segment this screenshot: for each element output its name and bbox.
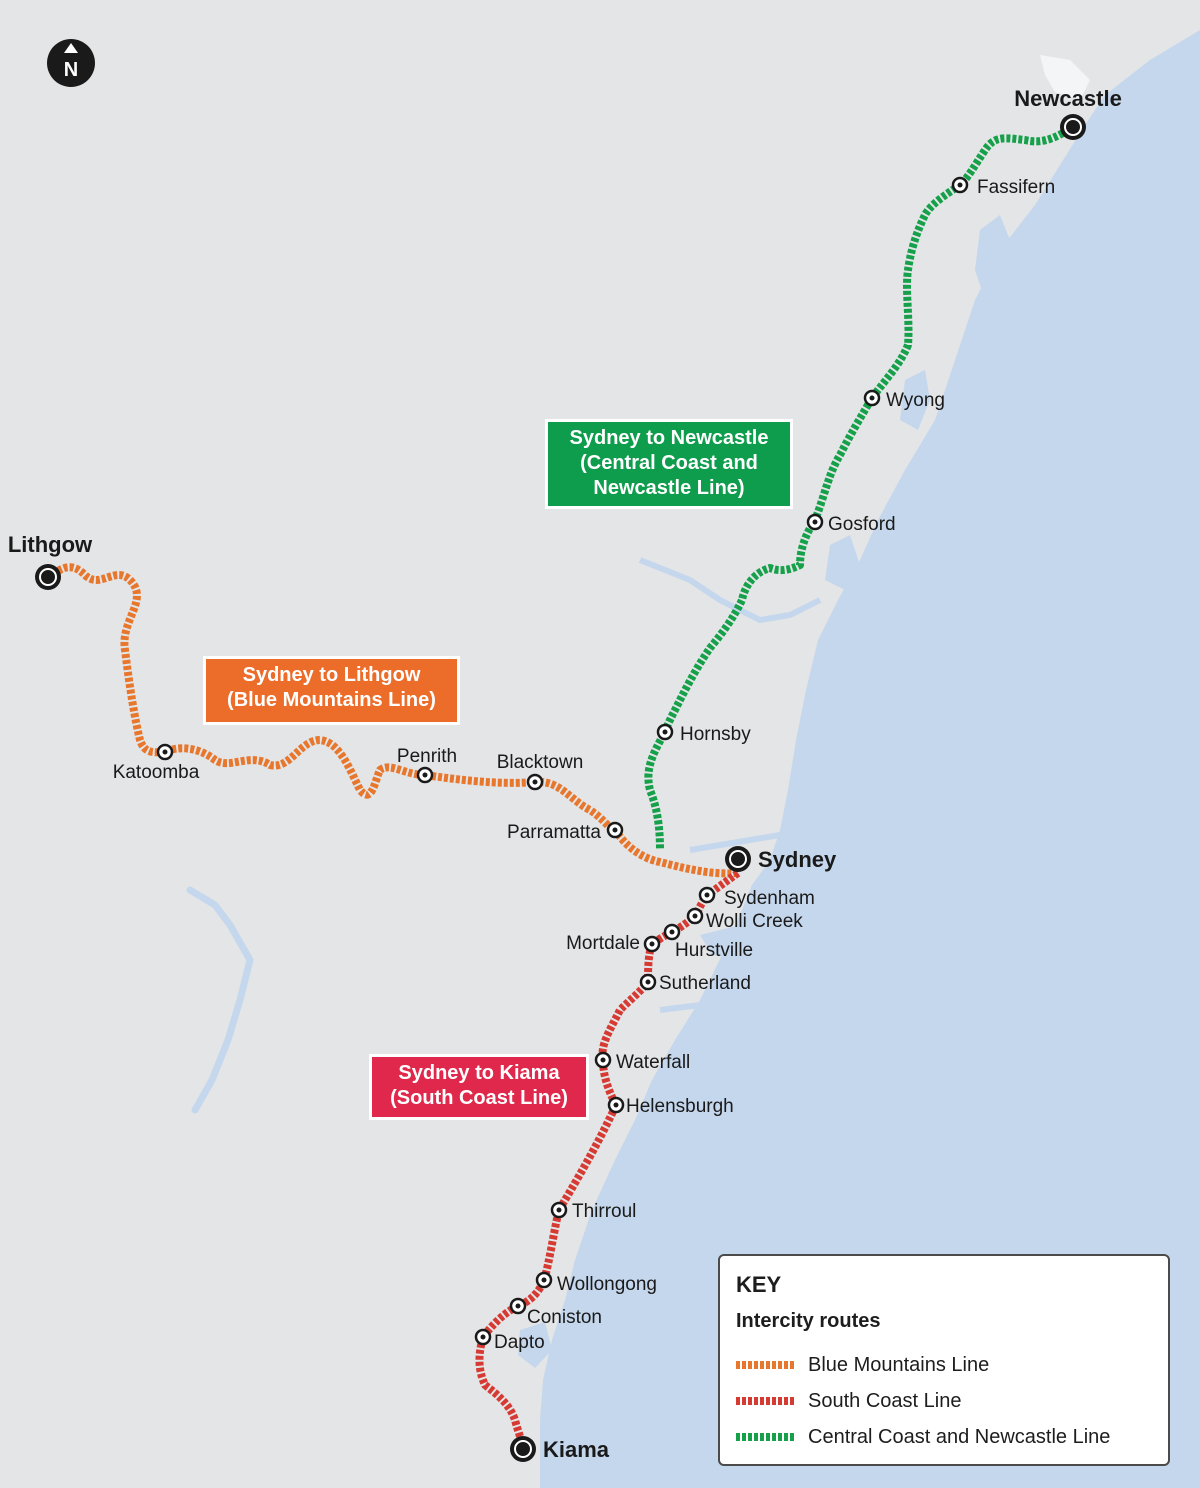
station-label-gosford: Gosford (828, 514, 896, 535)
station-mortdale: Mortdale (566, 933, 661, 954)
port-hacking (659, 1001, 731, 1013)
station-label-wollongong: Wollongong (557, 1274, 657, 1295)
station-sutherland: Sutherland (639, 973, 751, 994)
route-south-coast (475, 869, 741, 1450)
major-station-label-kiama: Kiama (543, 1437, 610, 1462)
station-penrith: Penrith (397, 746, 457, 784)
route-blue-mountains (45, 563, 739, 878)
station-label-coniston: Coniston (527, 1307, 602, 1328)
botany-bay (700, 925, 770, 960)
station-sydenham: Sydenham (698, 886, 815, 909)
key-label-central-coast: Central Coast and Newcastle Line (808, 1425, 1111, 1448)
route-label-blue-mountains-line-2: (Blue Mountains Line) (227, 689, 436, 711)
lake-macquarie (975, 215, 1010, 300)
port-jackson (689, 832, 781, 853)
station-label-sydenham: Sydenham (724, 888, 815, 909)
station-parramatta: Parramatta (507, 821, 624, 843)
station-katoomba: Katoomba (113, 743, 200, 783)
station-wollongong: Wollongong (535, 1271, 657, 1295)
station-label-waterfall: Waterfall (616, 1052, 690, 1073)
station-label-hurstville: Hurstville (675, 940, 753, 961)
key-item-blue-mountains: Blue Mountains Line (736, 1347, 1152, 1383)
key-swatch-central-coast (736, 1433, 794, 1441)
newcastle-harbour (1040, 55, 1090, 100)
warragamba-lake (186, 886, 254, 1114)
major-station-label-sydney: Sydney (758, 847, 837, 872)
key-label-south-coast: South Coast Line (808, 1389, 962, 1412)
route-label-south-coast-line-1: Sydney to Kiama (398, 1062, 560, 1084)
station-gosford: Gosford (806, 513, 896, 535)
major-station-lithgow: Lithgow (8, 532, 93, 590)
ocean (540, 30, 1200, 1488)
tuggerah-lake (900, 370, 930, 430)
station-hornsby: Hornsby (656, 723, 751, 745)
station-helensburgh: Helensburgh (607, 1096, 734, 1117)
station-blacktown: Blacktown (497, 752, 584, 791)
station-label-helensburgh: Helensburgh (626, 1096, 734, 1117)
station-wyong: Wyong (863, 389, 945, 411)
key-subtitle: Intercity routes (736, 1310, 881, 1332)
station-label-wolli-creek: Wolli Creek (706, 911, 803, 932)
station-thirroul: Thirroul (550, 1201, 636, 1222)
key-title: KEY (736, 1272, 782, 1297)
north-letter: N (64, 59, 78, 81)
station-hurstville: Hurstville (663, 923, 753, 961)
station-label-mortdale: Mortdale (566, 933, 640, 954)
station-fassifern: Fassifern (951, 176, 1055, 198)
major-station-newcastle: Newcastle (1014, 86, 1122, 140)
north-arrow-icon: N (47, 39, 95, 87)
station-label-katoomba: Katoomba (113, 762, 200, 783)
route-label-central-coast-line-3: Newcastle Line) (593, 477, 745, 499)
station-wolli-creek: Wolli Creek (686, 907, 803, 932)
station-dapto: Dapto (474, 1328, 545, 1353)
route-label-central-coast-line-1: Sydney to Newcastle (569, 427, 769, 449)
route-label-central-coast: Sydney to Newcastle (Central Coast and N… (545, 419, 793, 509)
station-label-parramatta: Parramatta (507, 822, 601, 843)
station-label-fassifern: Fassifern (977, 177, 1055, 198)
route-label-central-coast-line-2: (Central Coast and (580, 452, 758, 474)
key-label-blue-mountains: Blue Mountains Line (808, 1353, 990, 1376)
route-label-blue-mountains: Sydney to Lithgow (Blue Mountains Line) (203, 656, 460, 725)
station-label-wyong: Wyong (886, 390, 945, 411)
station-label-blacktown: Blacktown (497, 752, 584, 773)
station-waterfall: Waterfall (594, 1051, 690, 1073)
major-station-sydney: Sydney (725, 846, 837, 872)
major-station-label-newcastle: Newcastle (1014, 86, 1122, 111)
major-station-marker-icon (35, 564, 61, 590)
station-label-dapto: Dapto (494, 1332, 545, 1353)
map-key: KEY Intercity routes Blue Mountains Line… (718, 1254, 1170, 1466)
brisbane-water (825, 535, 860, 590)
route-label-blue-mountains-line-1: Sydney to Lithgow (242, 664, 421, 686)
route-label-south-coast-line-2: (South Coast Line) (390, 1087, 568, 1109)
station-label-hornsby: Hornsby (680, 724, 751, 745)
major-station-marker-icon (510, 1436, 536, 1462)
key-item-south-coast: South Coast Line (736, 1383, 1152, 1419)
major-station-kiama: Kiama (510, 1436, 610, 1462)
major-station-marker-icon (725, 846, 751, 872)
station-label-thirroul: Thirroul (572, 1201, 636, 1222)
station-label-sutherland: Sutherland (659, 973, 751, 994)
water-bodies (186, 30, 1200, 1488)
key-swatch-south-coast (736, 1397, 794, 1405)
key-item-central-coast: Central Coast and Newcastle Line (736, 1419, 1152, 1455)
lake-illawarra (518, 1322, 552, 1368)
key-swatch-blue-mountains (736, 1361, 794, 1369)
major-station-label-lithgow: Lithgow (8, 532, 93, 557)
station-coniston: Coniston (509, 1297, 602, 1328)
route-label-south-coast: Sydney to Kiama (South Coast Line) (369, 1054, 589, 1120)
major-station-marker-icon (1060, 114, 1086, 140)
station-label-penrith: Penrith (397, 746, 457, 767)
